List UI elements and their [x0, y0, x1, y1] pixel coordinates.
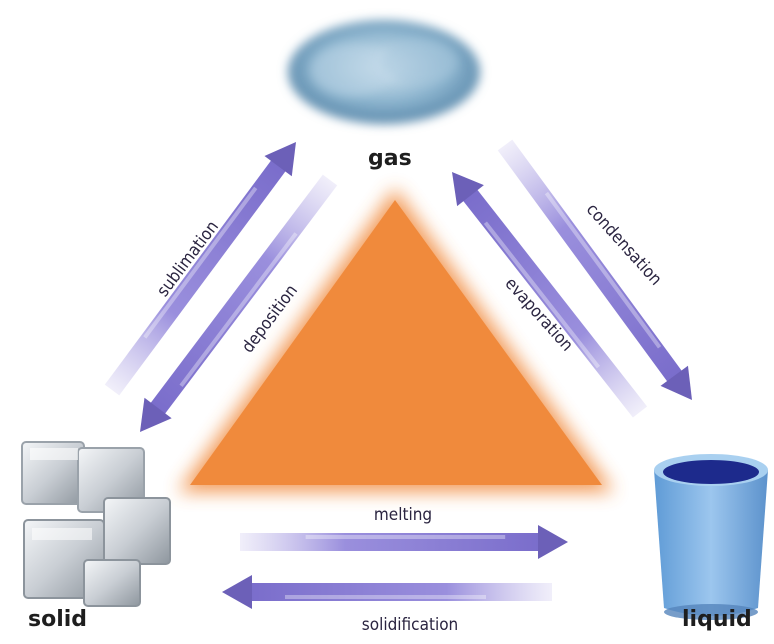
gas-cloud-image [288, 20, 480, 124]
center-triangle [178, 188, 614, 492]
deposition-arrow [139, 174, 338, 432]
evaporation-arrow [451, 172, 648, 418]
solidification-arrow [222, 575, 552, 609]
sublimation-arrow [104, 142, 297, 396]
liquid-label: liquid [682, 607, 752, 632]
condensation-arrow [497, 139, 693, 401]
melting-arrow [240, 525, 568, 559]
solid-label: solid [28, 607, 88, 632]
ice-cubes-image [21, 441, 171, 607]
solidification-label: solidification [362, 615, 459, 635]
liquid-cup-image [654, 454, 768, 620]
melting-label: melting [374, 505, 432, 525]
gas-label: gas [368, 146, 412, 171]
transition-arrows [104, 139, 693, 609]
